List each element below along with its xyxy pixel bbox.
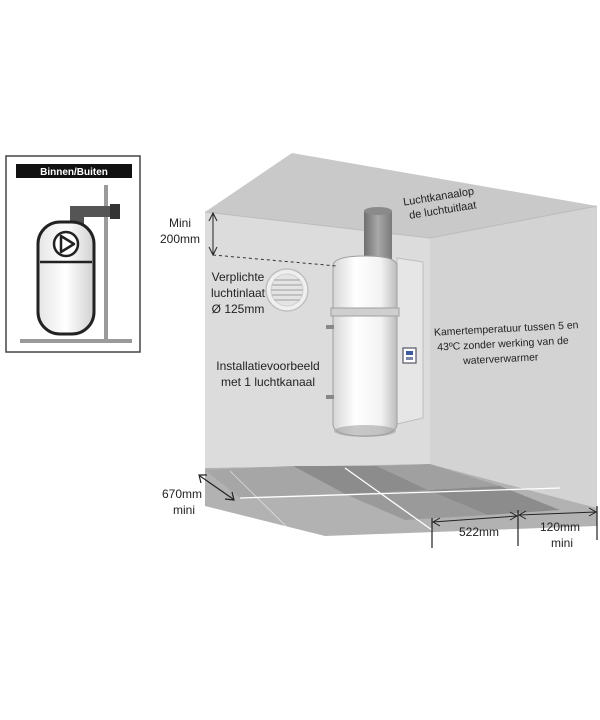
label-mini-200: Mini 200mm bbox=[160, 216, 200, 246]
exhaust-duct bbox=[364, 211, 392, 261]
svg-text:670mm: 670mm bbox=[162, 487, 202, 501]
floor-tile bbox=[293, 466, 428, 494]
legend-title-badge bbox=[16, 164, 132, 178]
air-inlet-vent-icon bbox=[265, 268, 309, 312]
floor-tile bbox=[205, 466, 345, 498]
svg-text:Mini: Mini bbox=[169, 216, 191, 230]
label-depth-670: 670mm mini bbox=[162, 487, 202, 517]
svg-text:waterverwarmer: waterverwarmer bbox=[462, 351, 539, 367]
svg-text:522mm: 522mm bbox=[459, 525, 499, 539]
floor-tile bbox=[428, 486, 560, 515]
heater-top-cap bbox=[332, 255, 398, 311]
svg-text:mini: mini bbox=[551, 536, 573, 550]
svg-text:200mm: 200mm bbox=[160, 232, 200, 246]
svg-text:luchtinlaat: luchtinlaat bbox=[211, 286, 266, 300]
floor-tile bbox=[377, 464, 500, 490]
room bbox=[204, 153, 598, 536]
legend-title: Binnen/Buiten bbox=[40, 167, 108, 178]
heater-body bbox=[332, 315, 398, 437]
floor-tile bbox=[345, 490, 488, 520]
svg-text:met 1 luchtkanaal: met 1 luchtkanaal bbox=[221, 375, 315, 389]
label-width-522: 522mm bbox=[459, 525, 499, 539]
dim-side-120 bbox=[517, 506, 598, 540]
svg-text:Ø 125mm: Ø 125mm bbox=[212, 302, 265, 316]
pipe-stub bbox=[326, 325, 334, 329]
svg-text:mini: mini bbox=[173, 503, 195, 517]
svg-text:Verplichte: Verplichte bbox=[212, 270, 265, 284]
legend-tank bbox=[36, 220, 96, 336]
legend-duct-outlet bbox=[110, 204, 120, 219]
label-installation-example: Installatievoorbeeld met 1 luchtkanaal bbox=[216, 359, 319, 389]
water-heater bbox=[326, 207, 424, 437]
dim-width-522 bbox=[431, 510, 519, 548]
ceiling bbox=[205, 153, 597, 238]
dim-depth-670 bbox=[198, 474, 235, 501]
heater-side-panel bbox=[396, 257, 424, 425]
dim-mini-200 bbox=[208, 211, 338, 267]
label-side-120: 120mm mini bbox=[540, 520, 580, 550]
legend-box: Binnen/Buiten bbox=[5, 155, 141, 353]
right-wall bbox=[430, 206, 597, 508]
heater-band bbox=[330, 307, 400, 317]
legend-duct-horizontal bbox=[70, 206, 120, 217]
pipe-stub bbox=[326, 395, 334, 399]
label-air-inlet: Verplichte luchtinlaat Ø 125mm bbox=[211, 270, 266, 316]
label-room-temperature: Kamertemperatuur tussen 5 en 43ºC zonder… bbox=[434, 319, 579, 367]
svg-text:Installatievoorbeeld: Installatievoorbeeld bbox=[216, 359, 319, 373]
dim-dashed-line bbox=[212, 254, 338, 267]
heater-control-panel bbox=[402, 347, 417, 364]
svg-text:120mm: 120mm bbox=[540, 520, 580, 534]
